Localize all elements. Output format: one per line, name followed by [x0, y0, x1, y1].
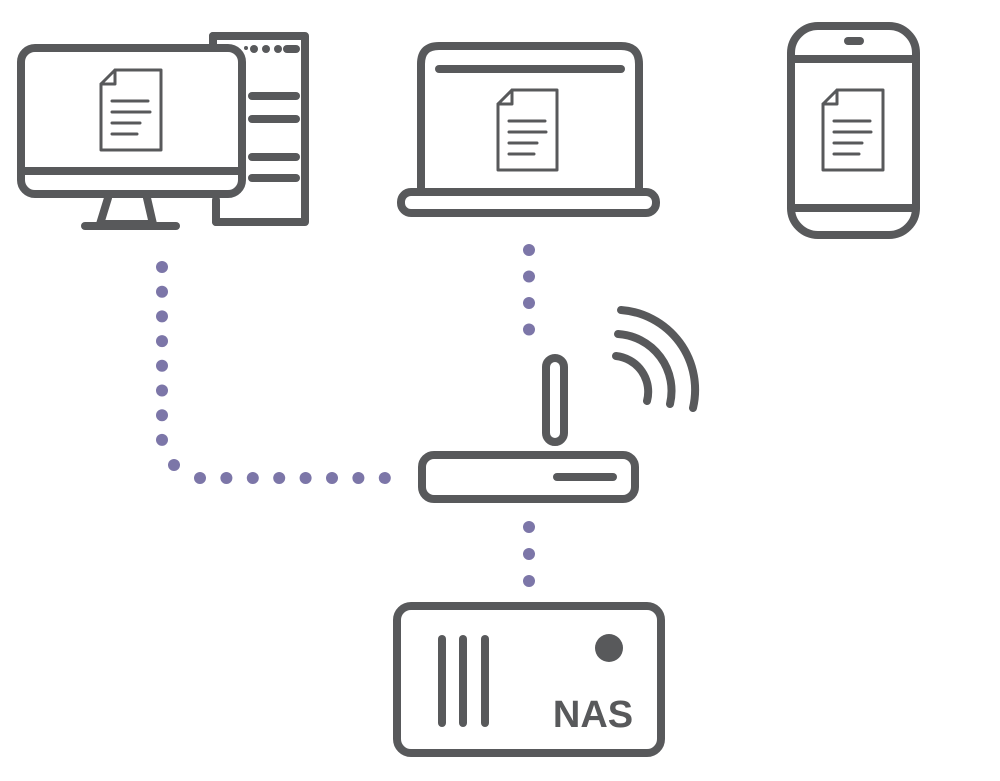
- desktop-computer-icon: [17, 32, 309, 230]
- connection-dot-laptop-router: [523, 244, 535, 256]
- connection-dot-desktop-router: [273, 472, 286, 484]
- connection-dot-laptop-router: [523, 297, 535, 309]
- connection-dot-desktop-router: [220, 472, 233, 484]
- connection-dot-desktop-router: [156, 335, 168, 348]
- document-icon: [99, 68, 163, 152]
- nas-status-light: [595, 634, 623, 662]
- connection-dot-desktop-router: [352, 472, 365, 484]
- connection-dot-desktop-router: [156, 285, 168, 298]
- tower-led-2: [262, 45, 270, 53]
- connection-dot-desktop-router: [156, 310, 168, 323]
- connection-dot-desktop-router: [194, 472, 206, 484]
- wifi-signal-icon: [612, 306, 700, 412]
- nas-storage-icon: NAS: [393, 602, 665, 757]
- laptop-icon: [397, 42, 660, 217]
- connection-dot-laptop-router: [523, 323, 535, 336]
- connection-dot-desktop-router: [156, 409, 168, 422]
- connection-dot-desktop-router: [156, 359, 168, 372]
- smartphone-icon: [787, 22, 920, 239]
- connection-dot-desktop-router: [299, 472, 312, 484]
- connection-dot-desktop-router: [326, 472, 338, 484]
- connection-dot-router-nas: [523, 575, 535, 587]
- wifi-router-icon: [418, 354, 639, 503]
- connection-dot-router-nas: [523, 521, 535, 533]
- connection-dot-desktop-router: [156, 384, 168, 397]
- connection-dot-desktop-router: [156, 433, 168, 446]
- connection-dot-desktop-router: [246, 472, 259, 484]
- connection-dot-desktop-router: [378, 472, 391, 484]
- document-icon: [496, 88, 559, 172]
- tower-led-3: [274, 45, 282, 53]
- nas-label: NAS: [553, 694, 633, 736]
- tower-led-1: [250, 45, 258, 53]
- connection-dot-router-nas: [523, 548, 535, 560]
- connection-links: [156, 244, 535, 587]
- connection-dot-laptop-router: [523, 270, 535, 283]
- document-icon: [821, 88, 885, 172]
- connection-dot-desktop-router: [168, 459, 180, 471]
- connection-dot-desktop-router: [156, 261, 168, 273]
